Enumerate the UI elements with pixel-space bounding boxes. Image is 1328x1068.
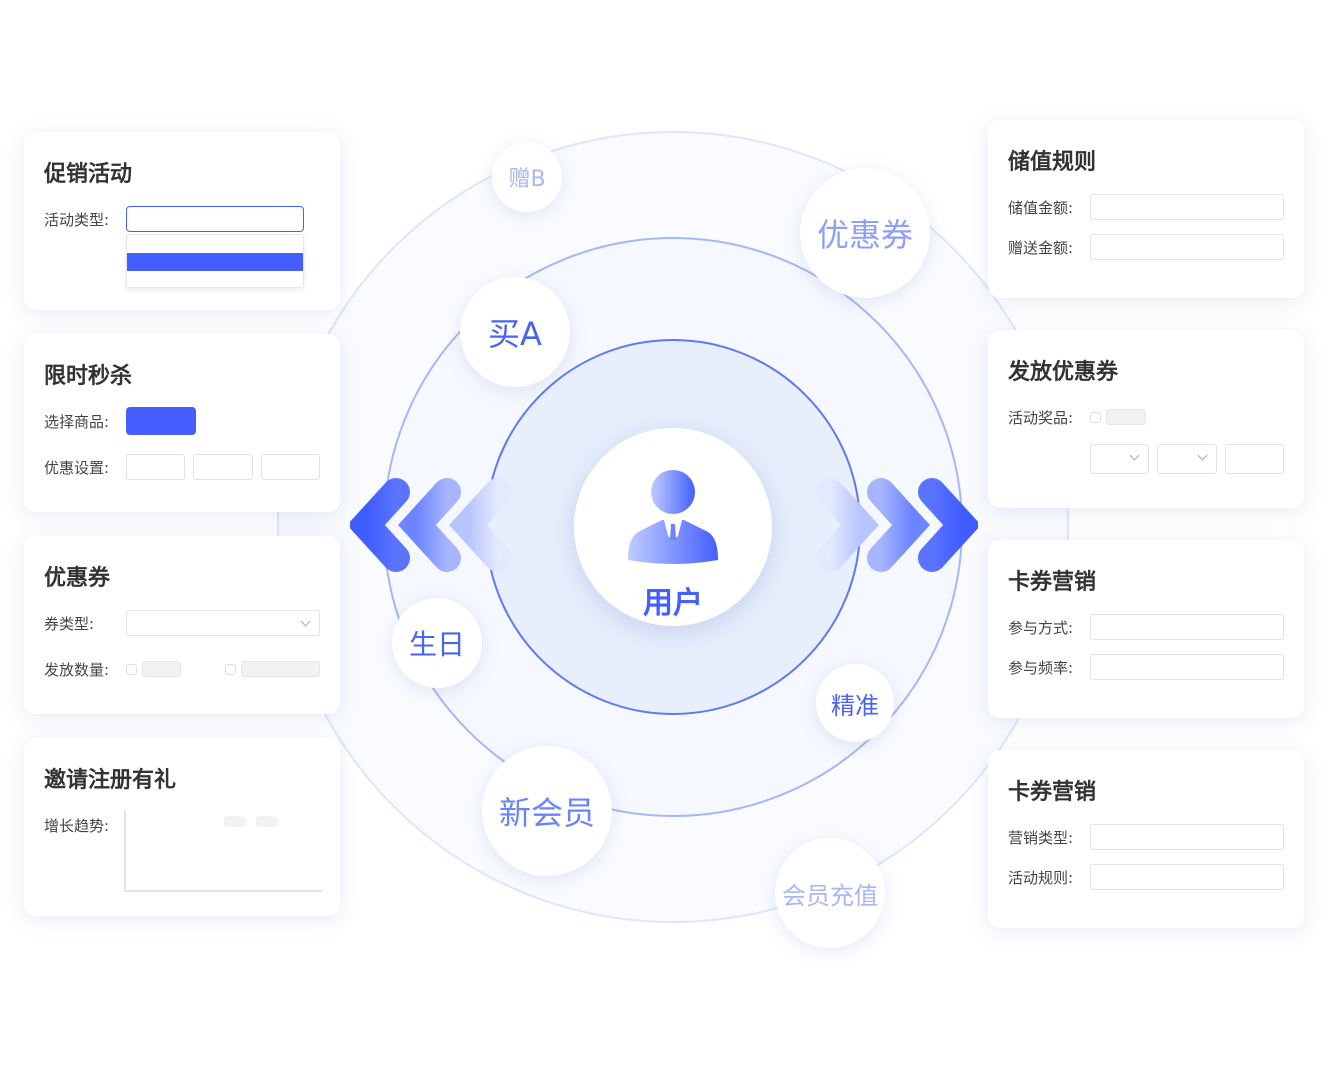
- card-voucher-marketing: 卡券营销 参与方式: 参与频率:: [988, 540, 1304, 718]
- participation-method-input[interactable]: [1090, 614, 1284, 640]
- field-label: 选择商品:: [44, 412, 110, 431]
- trend-chart: [124, 810, 322, 892]
- checkbox[interactable]: [225, 663, 237, 675]
- user-icon: [628, 470, 718, 564]
- card-coupon: 优惠券 券类型: 发放数量:: [24, 536, 340, 714]
- card-title: 储值规则: [1008, 150, 1097, 175]
- field-label: 券类型:: [44, 614, 95, 633]
- chevrons-left-icon: [350, 478, 512, 572]
- card-title: 促销活动: [44, 162, 133, 187]
- user-label: 用户: [643, 586, 703, 621]
- field-label: 发放数量:: [44, 660, 110, 679]
- coupon-type-select[interactable]: [126, 610, 320, 636]
- field-label: 参与方式:: [1008, 618, 1074, 637]
- field-label: 赠送金额:: [1008, 238, 1074, 257]
- gift-amount-input[interactable]: [1090, 234, 1284, 260]
- field-label: 活动类型:: [44, 210, 110, 229]
- checkbox[interactable]: [126, 663, 137, 675]
- field-label: 参与频率:: [1008, 658, 1074, 677]
- dropdown-option-selected[interactable]: [127, 253, 303, 271]
- chevrons-right-icon: [816, 478, 978, 572]
- card-title: 发放优惠券: [1008, 360, 1119, 385]
- quantity-input[interactable]: [141, 661, 182, 677]
- activity-type-dropdown[interactable]: [126, 234, 304, 288]
- checkbox[interactable]: [1090, 411, 1101, 423]
- participation-frequency-input[interactable]: [1090, 654, 1284, 680]
- field-label: 活动奖品:: [1008, 408, 1074, 427]
- prize-input[interactable]: [1224, 444, 1284, 474]
- legend-chip: [224, 816, 246, 827]
- prize-select[interactable]: [1090, 444, 1150, 474]
- bubble-precise: 精准: [816, 664, 894, 742]
- select-product-button[interactable]: [126, 407, 196, 435]
- prize-input[interactable]: [1106, 409, 1146, 425]
- card-flash-sale: 限时秒杀 选择商品: 优惠设置:: [24, 334, 340, 512]
- field-label: 活动规则:: [1008, 868, 1074, 887]
- discount-input[interactable]: [193, 454, 253, 480]
- prize-select[interactable]: [1157, 444, 1217, 474]
- bubble-buy-a: 买A: [460, 277, 570, 387]
- field-label: 增长趋势:: [44, 816, 110, 835]
- bubble-recharge: 会员充值: [775, 838, 885, 948]
- field-label: 营销类型:: [1008, 828, 1074, 847]
- activity-rules-input[interactable]: [1090, 864, 1284, 890]
- card-title: 限时秒杀: [44, 364, 133, 389]
- field-label: 优惠设置:: [44, 458, 110, 477]
- card-title: 优惠券: [44, 566, 111, 591]
- legend-chip: [256, 816, 278, 827]
- discount-input[interactable]: [126, 454, 186, 480]
- card-issue-coupon: 发放优惠券 活动奖品:: [988, 330, 1304, 508]
- quantity-input[interactable]: [241, 661, 320, 677]
- user-center: 用户: [574, 428, 772, 626]
- field-label: 储值金额:: [1008, 198, 1074, 217]
- card-promotion: 促销活动 活动类型:: [24, 132, 340, 310]
- bubble-new-member: 新会员: [482, 746, 612, 876]
- card-stored-value: 储值规则 储值金额: 赠送金额:: [988, 120, 1304, 298]
- discount-input[interactable]: [260, 454, 320, 480]
- card-title: 邀请注册有礼: [44, 768, 177, 793]
- stored-amount-input[interactable]: [1090, 194, 1284, 220]
- marketing-type-input[interactable]: [1090, 824, 1284, 850]
- bubble-gift-b: 赠B: [492, 142, 562, 212]
- card-voucher-marketing-2: 卡券营销 营销类型: 活动规则:: [988, 750, 1304, 928]
- activity-type-select[interactable]: [126, 206, 304, 232]
- card-title: 卡券营销: [1008, 570, 1097, 595]
- card-invite: 邀请注册有礼 增长趋势:: [24, 738, 340, 916]
- card-title: 卡券营销: [1008, 780, 1097, 805]
- bubble-coupon: 优惠券: [800, 168, 930, 298]
- bubble-birthday: 生日: [392, 598, 482, 688]
